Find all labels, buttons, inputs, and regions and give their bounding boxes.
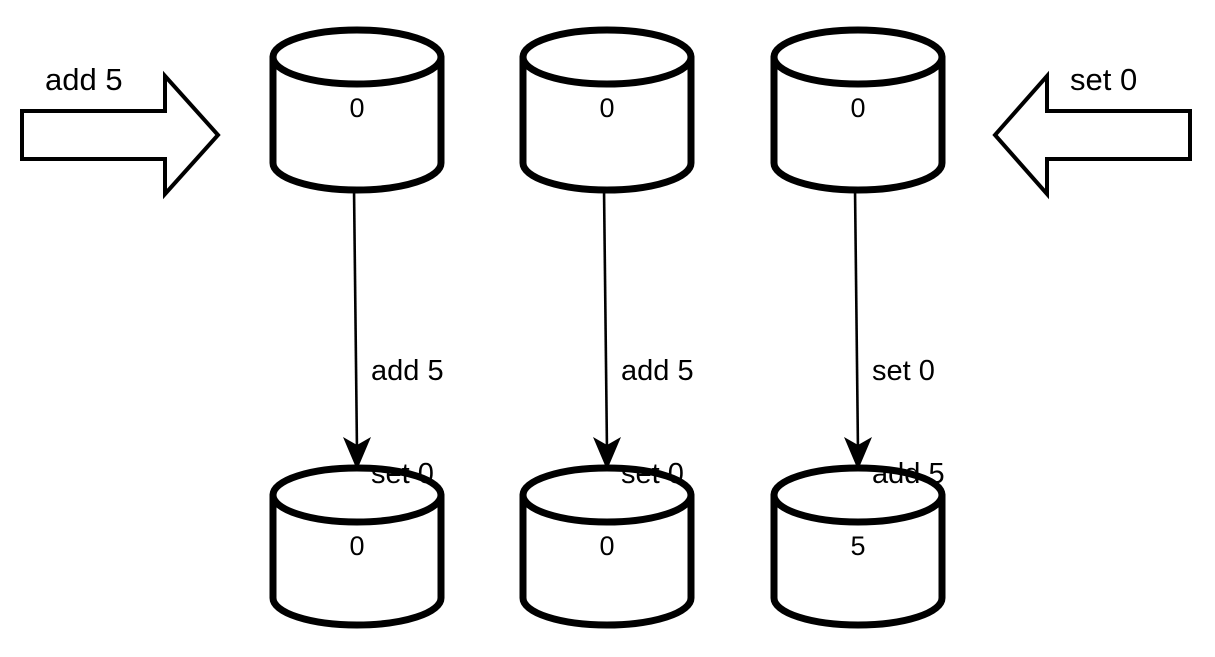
replica-1-operation-2: set 0 [371, 458, 434, 491]
replica-3-bottom-cylinder [770, 464, 946, 629]
input-right-label: set 0 [1070, 62, 1138, 97]
replica-1-initial-value: 0 [349, 93, 365, 123]
replica-1-final-value: 0 [349, 531, 365, 561]
input-arrow-right-icon [992, 70, 1192, 200]
replica-3-connector-arrow [844, 187, 872, 470]
replica-2-operations: add 5 set 0 [621, 286, 751, 560]
replica-2-operation-1: add 5 [621, 355, 694, 388]
replica-2-operation-2: set 0 [621, 458, 684, 491]
replica-3-initial-value: 0 [850, 93, 866, 123]
replica-1-top-cylinder [269, 26, 445, 194]
replica-2-final-value: 0 [599, 531, 615, 561]
replica-3-operations: set 0 add 5 [872, 286, 1002, 560]
replica-1-operations: add 5 set 0 [371, 286, 501, 560]
replica-2-bottom-cylinder [519, 464, 695, 629]
input-arrow-left-icon [20, 70, 221, 200]
input-left-label: add 5 [45, 62, 123, 97]
replica-1-operation-1: add 5 [371, 355, 444, 388]
replica-2-top-cylinder [519, 26, 695, 194]
replica-2-initial-value: 0 [599, 93, 615, 123]
replica-3-final-value: 5 [850, 531, 866, 561]
replica-2-connector-arrow [593, 187, 621, 470]
replica-3-top-cylinder [770, 26, 946, 194]
replica-3-operation-2: add 5 [872, 458, 945, 491]
replica-1-connector-arrow [343, 187, 371, 470]
replica-3-operation-1: set 0 [872, 355, 935, 388]
